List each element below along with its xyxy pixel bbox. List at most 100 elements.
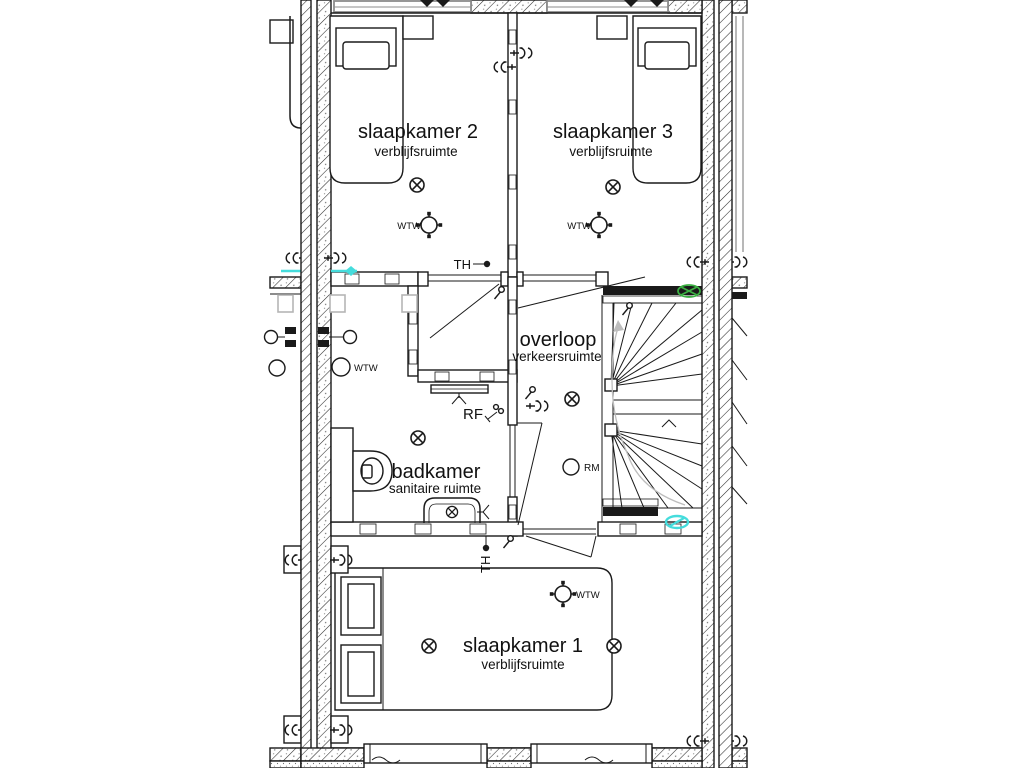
neighbour-wall [731,276,748,289]
facade-wall [486,747,532,762]
neighbour-tap-icon [263,327,296,347]
neighbour-wall [269,747,302,762]
neighbour-house-left [263,16,309,768]
supply-valve-icon [664,514,690,530]
wall [597,521,703,537]
wtw-label: WTW [397,221,421,232]
room-labels: slaapkamer 2 verblijfsruimte slaapkamer … [358,121,673,672]
light-point-icon [564,391,580,407]
light-point-icon [421,638,437,654]
window [363,743,488,764]
room-label-overloop: overloop verkeersruimte [512,329,601,364]
room-title: overloop [520,329,597,351]
window-opening-arrow [650,0,664,7]
water-point [345,266,357,276]
party-wall-right-inner [701,0,715,768]
facade-wall [300,747,365,762]
thermostat-bottom [482,536,490,552]
door-bedroom3 [517,274,646,309]
pull-switch-icon [493,286,505,300]
smoke-detector-icon [562,458,580,476]
room-subtitle: verkeersruimte [512,349,601,364]
thermostat-top [473,260,491,268]
electrical-symbols [323,47,710,747]
stair-treads-upper [610,302,703,387]
facade-wall [651,747,703,762]
nightstand [402,15,434,40]
washbasin-icon [423,497,490,523]
drain-icon [445,505,459,519]
neighbour-wall [269,276,302,289]
wall [407,285,419,377]
interior-walls [330,12,703,537]
toilet-icon [352,450,393,492]
party-wall-right-outer [718,0,733,768]
neighbour-wtw-unit [268,359,286,377]
wtw-label: WTW [354,363,378,374]
bed-bedroom2 [329,15,434,184]
shrub-mark [584,756,614,764]
room-label-slaapkamer2: slaapkamer 2 verblijfsruimte [358,121,478,159]
duct-shaft [329,294,346,313]
facade-wall [470,0,548,14]
tap-icon [477,504,490,520]
room-subtitle: verblijfsruimte [374,144,457,159]
light-point-icon [605,179,621,195]
room-subtitle: verblijfsruimte [481,657,564,672]
toilet-duct [330,427,354,523]
symbol-labels: WTW WTW WTW WTW TH TH RF RM [354,221,600,601]
doors [428,274,646,558]
tap-icon [318,327,358,347]
room-title: slaapkamer 1 [463,635,583,657]
stair-direction-arrow [613,320,624,332]
party-wall-left-outer [300,0,312,768]
wall [417,369,518,383]
bed-bedroom3 [596,15,702,184]
door-bedroom2 [428,274,501,339]
stair-nose-mark [661,419,677,428]
stair-bottom-edge [603,507,658,516]
facade-wall [667,0,703,14]
wall [330,271,419,287]
pull-switch-icon [502,535,514,549]
room-label-slaapkamer3: slaapkamer 3 verblijfsruimte [553,121,673,159]
stair-walk-line [611,327,686,506]
rear-facade [300,743,703,768]
radiator-icon [430,384,489,405]
neighbour-nightstand [269,19,294,44]
wtw-label: WTW [576,590,600,601]
room-subtitle: sanitaire ruimte [389,481,481,496]
room-title: badkamer [392,461,481,483]
window-opening-arrow [420,0,434,7]
newel-post [604,378,618,392]
stair-top-edge [603,286,702,295]
pull-switch-icon [524,386,536,400]
wall [507,276,518,426]
room-title: slaapkamer 2 [358,121,478,143]
newel-post [604,423,618,437]
th-label: TH [478,556,493,573]
neighbour-wall [269,760,302,768]
th-label: TH [454,257,471,272]
rf-sensor-icon [484,403,505,423]
stair-treads-middle [613,399,702,415]
switch-icon [525,400,549,412]
window [530,743,653,764]
light-point-icon [606,638,622,654]
front-facade [331,0,703,14]
door-bedroom1 [523,528,597,558]
room-label-slaapkamer1: slaapkamer 1 verblijfsruimte [463,635,583,672]
party-wall-left-inner [316,0,332,768]
neighbour-stairs [731,317,748,505]
window-opening-arrow [624,0,638,7]
party-walls [300,0,733,768]
shrub-mark [371,756,401,764]
door-bathroom [509,422,543,526]
room-subtitle: verblijfsruimte [569,144,652,159]
light-point-icon [410,430,426,446]
furniture [318,15,702,744]
rf-label: RF [463,406,483,423]
duct-shaft [401,294,418,313]
